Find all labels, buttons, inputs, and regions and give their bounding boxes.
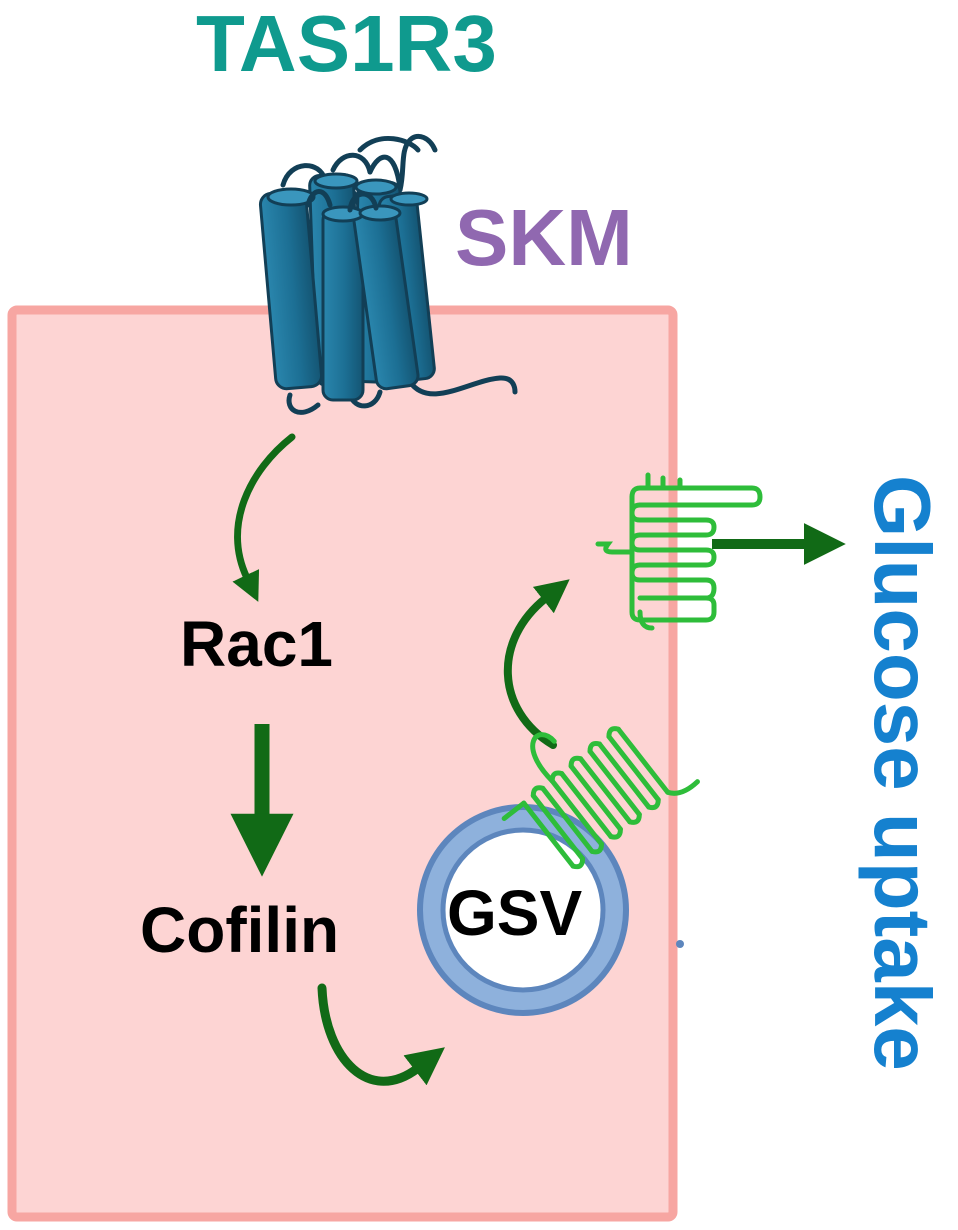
- tissue-label: SKM: [455, 193, 633, 282]
- arrow-receptor-to-rac1: [232, 433, 296, 602]
- vesicle-icon: [417, 804, 629, 1016]
- cofilin-label: Cofilin: [140, 894, 340, 966]
- glucose-uptake-label: Glucose uptake: [858, 475, 947, 1071]
- glut4-transporter-icon: [595, 472, 763, 631]
- rac1-label: Rac1: [180, 608, 333, 680]
- arrow-gsv-to-membrane: [503, 579, 570, 749]
- receptor-label: TAS1R3: [196, 0, 497, 88]
- cell-membrane: [7, 305, 678, 1222]
- marker-dot: [676, 940, 684, 948]
- arrow-cofilin-to-gsv: [317, 983, 445, 1086]
- seven-transmembrane-receptor-icon: [258, 133, 518, 415]
- glut4-on-vesicle-icon: [501, 726, 700, 870]
- gsv-label: GSV: [447, 877, 583, 949]
